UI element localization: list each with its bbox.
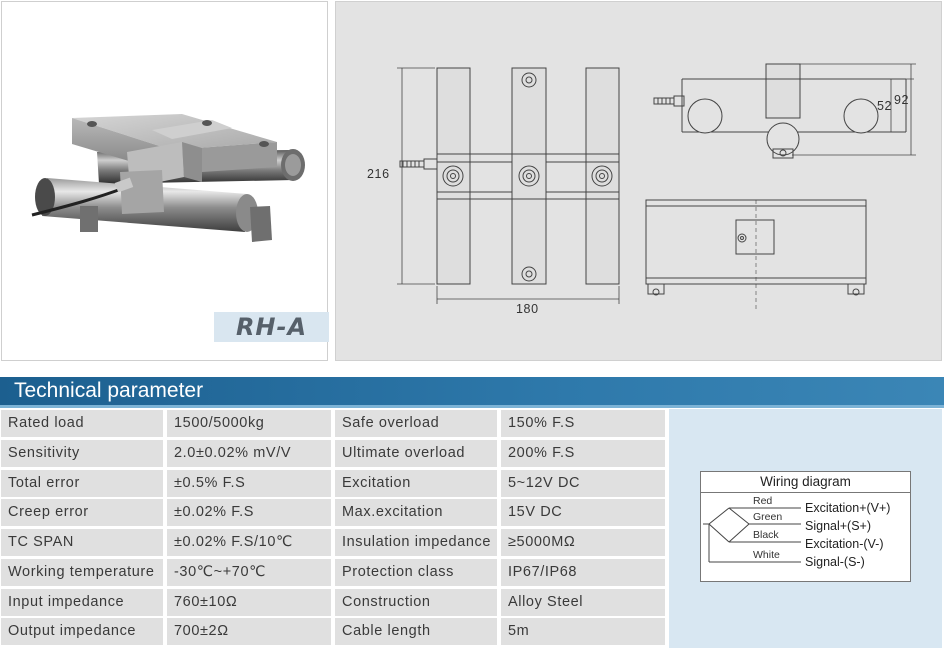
dimension-label-width: 180 <box>516 302 539 316</box>
param-value: 700±2Ω <box>167 618 331 645</box>
param-label: Rated load <box>1 410 163 437</box>
bottom-view <box>645 199 867 312</box>
param-label: Ultimate overload <box>335 440 497 467</box>
param-value: ±0.02% F.S/10℃ <box>167 529 331 556</box>
param-value: -30℃~+70℃ <box>167 559 331 586</box>
wire-color-black: Black <box>753 529 779 541</box>
front-view <box>397 67 620 304</box>
load-cell-product-image <box>31 114 305 242</box>
product-photo-panel <box>1 1 328 361</box>
wire-signal-signal-minus: Signal-(S-) <box>805 555 865 569</box>
dimension-label-side-inner: 52 <box>877 99 893 113</box>
param-label: Working temperature <box>1 559 163 586</box>
param-label: Insulation impedance <box>335 529 497 556</box>
param-label: Sensitivity <box>1 440 163 467</box>
wiring-diagram-box: Wiring diagram Red Green Black White Exc… <box>700 471 911 582</box>
wire-color-white: White <box>753 549 780 561</box>
param-value: ±0.5% F.S <box>167 470 331 497</box>
param-label: Safe overload <box>335 410 497 437</box>
param-label: TC SPAN <box>1 529 163 556</box>
dimension-drawing <box>397 63 916 312</box>
param-label: Total error <box>1 470 163 497</box>
param-value: Alloy Steel <box>501 589 665 616</box>
param-label: Protection class <box>335 559 497 586</box>
dimension-label-height: 216 <box>367 167 390 181</box>
param-value: 150% F.S <box>501 410 665 437</box>
param-value: 15V DC <box>501 499 665 526</box>
param-value: 1500/5000kg <box>167 410 331 437</box>
wiring-diagram-title: Wiring diagram <box>701 472 910 493</box>
wire-signal-excitation-minus: Excitation-(V-) <box>805 537 884 551</box>
param-value: IP67/IP68 <box>501 559 665 586</box>
dimension-label-side-outer: 92 <box>894 93 910 107</box>
param-value: 5m <box>501 618 665 645</box>
param-label: Excitation <box>335 470 497 497</box>
param-value: ±0.02% F.S <box>167 499 331 526</box>
wire-color-red: Red <box>753 495 773 507</box>
param-value: ≥5000MΩ <box>501 529 665 556</box>
param-value: 200% F.S <box>501 440 665 467</box>
param-label: Creep error <box>1 499 163 526</box>
param-value: 5~12V DC <box>501 470 665 497</box>
wiring-diagram-panel: Wiring diagram Red Green Black White Exc… <box>669 409 942 648</box>
technical-parameter-header: Technical parameter <box>0 377 944 408</box>
param-label: Output impedance <box>1 618 163 645</box>
wheatstone-bridge-icon <box>703 507 801 563</box>
param-label: Input impedance <box>1 589 163 616</box>
param-value: 2.0±0.02% mV/V <box>167 440 331 467</box>
wire-color-green: Green <box>753 511 783 523</box>
model-label: RH-A <box>214 312 329 342</box>
param-label: Construction <box>335 589 497 616</box>
param-value: 760±10Ω <box>167 589 331 616</box>
section-title: Technical parameter <box>14 379 204 402</box>
wire-signal-excitation-plus: Excitation+(V+) <box>805 501 891 515</box>
param-label: Cable length <box>335 618 497 645</box>
wire-signal-signal-plus: Signal+(S+) <box>805 519 872 533</box>
param-label: Max.excitation <box>335 499 497 526</box>
technical-drawing-panel: 216 180 52 92 <box>335 1 942 361</box>
side-view <box>653 63 916 159</box>
